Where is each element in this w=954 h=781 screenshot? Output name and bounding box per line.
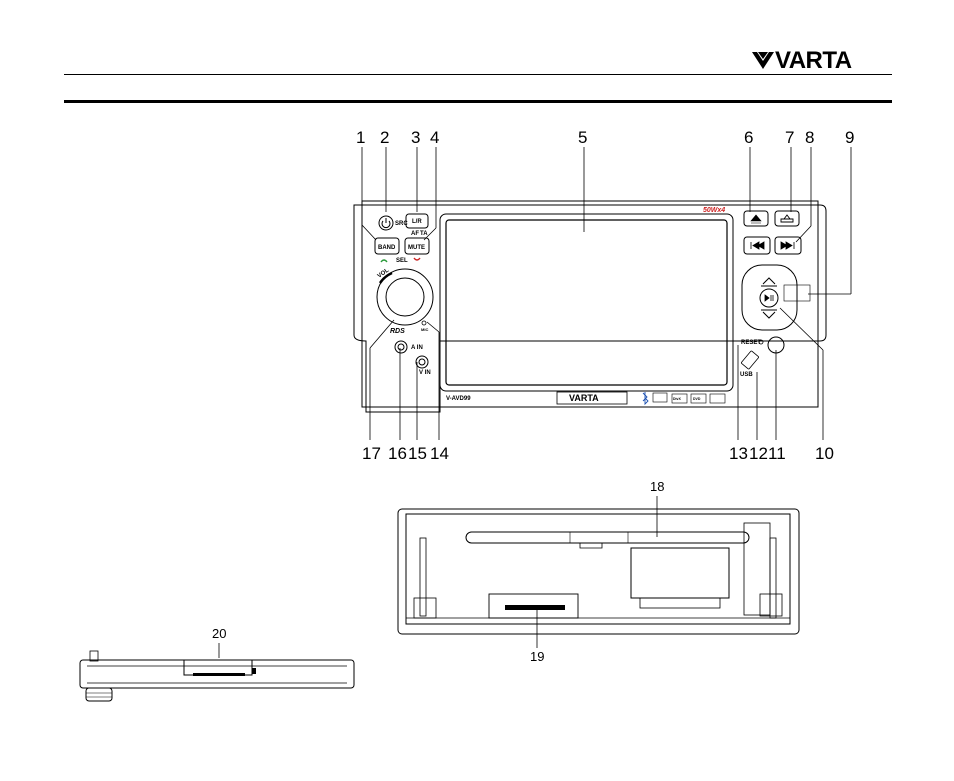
src-label: SRC <box>395 221 408 227</box>
callout-4: 4 <box>430 128 439 147</box>
play-pause-icon <box>764 294 774 302</box>
play-pause-button[interactable] <box>759 288 779 308</box>
display-screen-inner <box>445 219 728 386</box>
mute-button[interactable] <box>404 237 430 255</box>
varta-chevron-icon <box>752 52 774 69</box>
power-button[interactable] <box>378 215 394 231</box>
af-label: AF <box>411 231 419 237</box>
callout-2: 2 <box>380 128 389 147</box>
prev-icon <box>750 241 765 250</box>
reset-label: RESET <box>741 340 761 346</box>
mute-label: MUTE <box>408 245 425 251</box>
bottom-view: 20 <box>79 626 355 702</box>
brand-name: VARTA <box>775 47 852 74</box>
callout-7: 7 <box>785 128 794 147</box>
next-icon <box>780 241 795 250</box>
callout-6: 6 <box>744 128 753 147</box>
lr-button[interactable] <box>405 213 429 229</box>
mount-foot <box>85 687 113 702</box>
divx-logo <box>671 393 688 404</box>
callout-8: 8 <box>805 128 814 147</box>
panel-open-icon <box>780 214 794 223</box>
brand-plate <box>556 391 628 405</box>
call-accept-icon <box>380 259 388 263</box>
reset-hole[interactable] <box>758 339 764 345</box>
disc-slot <box>465 531 750 544</box>
header-rule-thick <box>64 100 892 103</box>
prev-button[interactable] <box>743 236 771 255</box>
brand-plate-label: VARTA <box>569 393 599 403</box>
sel-label: SEL <box>396 258 408 264</box>
rds-label: RDS <box>390 328 405 335</box>
usb-port[interactable] <box>741 350 759 370</box>
usb-label: USB <box>740 372 753 378</box>
slot-recess <box>183 660 253 676</box>
callout-3: 3 <box>411 128 420 147</box>
power-icon <box>381 220 391 229</box>
band-label: BAND <box>378 245 396 251</box>
callouts-bottom: 17 16 15 14 13 12 11 10 <box>362 444 834 463</box>
unit-side-outline <box>79 659 355 689</box>
callout-19: 19 <box>530 649 544 664</box>
callout-15: 15 <box>408 444 427 463</box>
chassis-outline <box>397 508 800 635</box>
eject-icon <box>750 214 762 224</box>
v-in-label: V IN <box>419 370 431 376</box>
ta-label: TA <box>420 231 428 237</box>
display-screen <box>439 213 734 392</box>
next-button[interactable] <box>774 236 802 255</box>
callouts-top: 1 2 3 4 5 6 7 8 9 <box>356 128 854 147</box>
brand-logo: VARTA <box>751 47 893 74</box>
volume-knob-inner <box>385 277 425 317</box>
model-label: V-AVD99 <box>446 396 471 402</box>
usb-logo-icon <box>709 393 726 404</box>
header-rule-thin <box>64 74 892 75</box>
callout-1: 1 <box>356 128 365 147</box>
callout-14: 14 <box>430 444 449 463</box>
callout-20: 20 <box>212 626 226 641</box>
callout-12: 12 <box>749 444 768 463</box>
dvd-label: DVD <box>693 397 701 401</box>
down-icon[interactable] <box>761 309 777 319</box>
mechanism-view: 18 19 <box>397 479 800 664</box>
nav-pad <box>741 264 798 331</box>
front-panel: 50Wx4 SRC L/R AF TA BAND MUTE SEL VOL RD… <box>353 200 827 413</box>
a-in-label: A IN <box>411 345 423 351</box>
nav-pad-callout-box <box>783 284 811 302</box>
ir-sensor <box>767 336 785 354</box>
callout-5: 5 <box>578 128 587 147</box>
sd-slot-housing <box>488 593 579 619</box>
call-reject-icon <box>413 257 421 261</box>
divx-label: DivX <box>673 397 681 401</box>
callout-10: 10 <box>815 444 834 463</box>
eject-button[interactable] <box>743 210 769 227</box>
v-in-jack[interactable] <box>415 355 429 369</box>
band-button[interactable] <box>374 237 400 255</box>
power-tag: 50Wx4 <box>703 207 725 214</box>
callout-13: 13 <box>729 444 748 463</box>
callout-17: 17 <box>362 444 381 463</box>
dvd-logo <box>690 393 707 404</box>
callout-18: 18 <box>650 479 664 494</box>
bluetooth-icon <box>642 392 649 406</box>
a-in-jack[interactable] <box>394 340 408 354</box>
callout-9: 9 <box>845 128 854 147</box>
sd-card-slot <box>505 605 565 610</box>
lr-label: L/R <box>412 219 422 225</box>
up-icon[interactable] <box>761 277 777 287</box>
open-panel-button[interactable] <box>774 210 800 227</box>
callout-16: 16 <box>388 444 407 463</box>
mechanism-block <box>630 547 730 599</box>
mic-label: MIC <box>421 327 428 332</box>
volume-knob[interactable] <box>376 268 434 326</box>
mic-hole <box>421 320 427 326</box>
leader-lines <box>361 147 852 440</box>
callout-11: 11 <box>768 444 786 463</box>
sd-logo-icon <box>652 392 668 403</box>
